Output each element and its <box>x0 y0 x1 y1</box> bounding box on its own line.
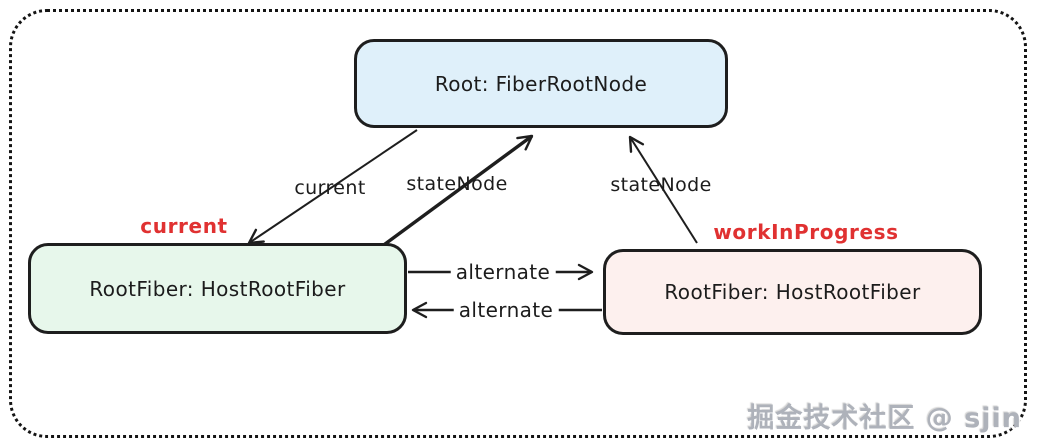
edge-label-current: current <box>294 177 366 199</box>
annotation-work-in-progress: workInProgress <box>713 220 899 244</box>
node-fiber-root-label: Root: FiberRootNode <box>434 71 648 96</box>
node-current-fiber-label: RootFiber: HostRootFiber <box>89 276 346 301</box>
edge-label-state-node-left: stateNode <box>406 173 508 195</box>
edge-label-alternate-ltr: alternate <box>450 260 556 284</box>
node-current-fiber: RootFiber: HostRootFiber <box>28 243 407 334</box>
edge-label-alternate-rtl: alternate <box>453 298 559 322</box>
state-node-left-arrow <box>379 134 534 249</box>
node-wip-fiber-label: RootFiber: HostRootFiber <box>664 280 921 304</box>
watermark: 掘金技术社区 @ sjin <box>747 403 1022 434</box>
edge-label-state-node-right: stateNode <box>610 174 712 196</box>
annotation-current: current <box>140 214 228 238</box>
current-arrow <box>247 129 418 245</box>
node-fiber-root: Root: FiberRootNode <box>354 39 728 128</box>
node-wip-fiber: RootFiber: HostRootFiber <box>603 249 982 335</box>
state-node-right-arrow <box>628 135 698 244</box>
